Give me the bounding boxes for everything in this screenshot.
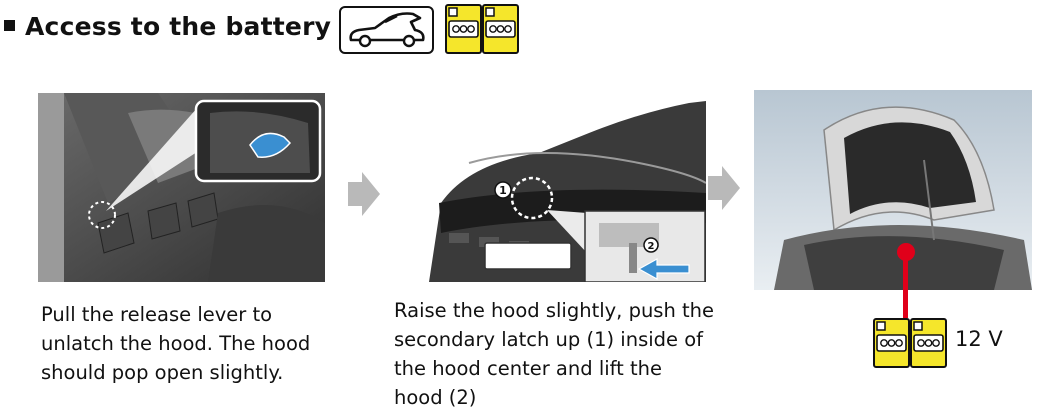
battery-callout-line xyxy=(903,254,908,318)
next-step-arrow-icon xyxy=(706,164,742,212)
step-1-caption: Pull the release lever to unlatch the ho… xyxy=(41,303,311,384)
section-title: Access to the battery xyxy=(25,12,332,41)
hood-open-car-icon xyxy=(339,6,434,54)
latch-marker-1: 1 xyxy=(499,184,507,197)
battery-voltage-label: 12 V xyxy=(955,327,1003,351)
latch-marker-2: 2 xyxy=(648,241,655,252)
open-hood-engine-bay-photo xyxy=(754,90,1032,290)
battery-icon xyxy=(873,318,947,368)
square-bullet-icon xyxy=(4,20,15,31)
hood-secondary-latch-photo: 1 2 xyxy=(389,93,706,282)
section-heading: Access to the battery xyxy=(4,12,331,41)
battery-location-marker xyxy=(897,243,915,261)
battery-icon xyxy=(445,4,519,54)
next-step-arrow-icon xyxy=(346,170,382,218)
hood-release-lever-photo xyxy=(38,93,325,282)
step-2-caption: Raise the hood slightly, push the second… xyxy=(394,299,715,409)
